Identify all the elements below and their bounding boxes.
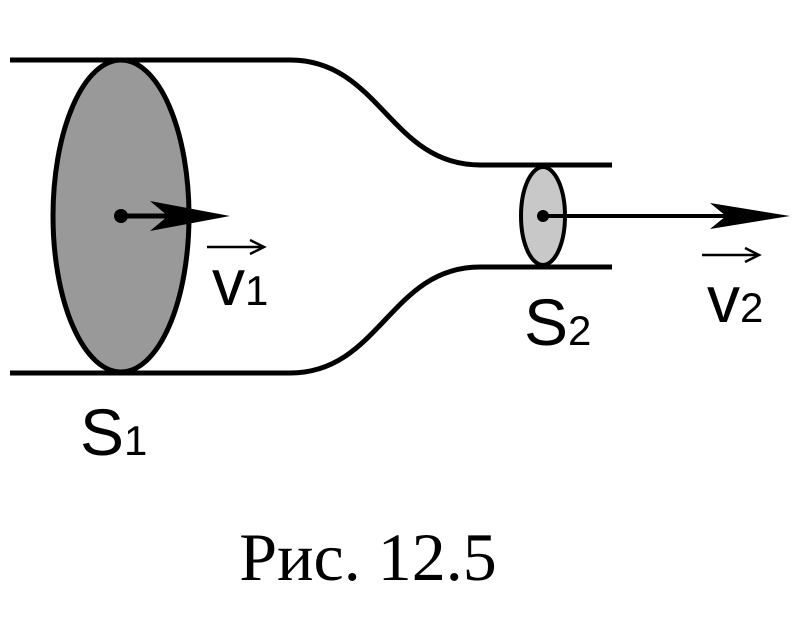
- v1-arrowhead: [150, 201, 230, 231]
- pipe-top-wall: [10, 57, 612, 168]
- pipe-bottom-wall: [10, 264, 612, 376]
- label-v1: v1: [212, 245, 268, 319]
- label-s2: S2: [524, 285, 591, 359]
- v2-vector-overline: [702, 246, 762, 264]
- v1-vector-overline: [207, 238, 267, 256]
- figure-caption: Рис. 12.5: [239, 519, 496, 595]
- v2-arrowhead: [710, 203, 790, 229]
- label-v2: v2: [707, 262, 763, 336]
- label-s1: S1: [80, 395, 147, 469]
